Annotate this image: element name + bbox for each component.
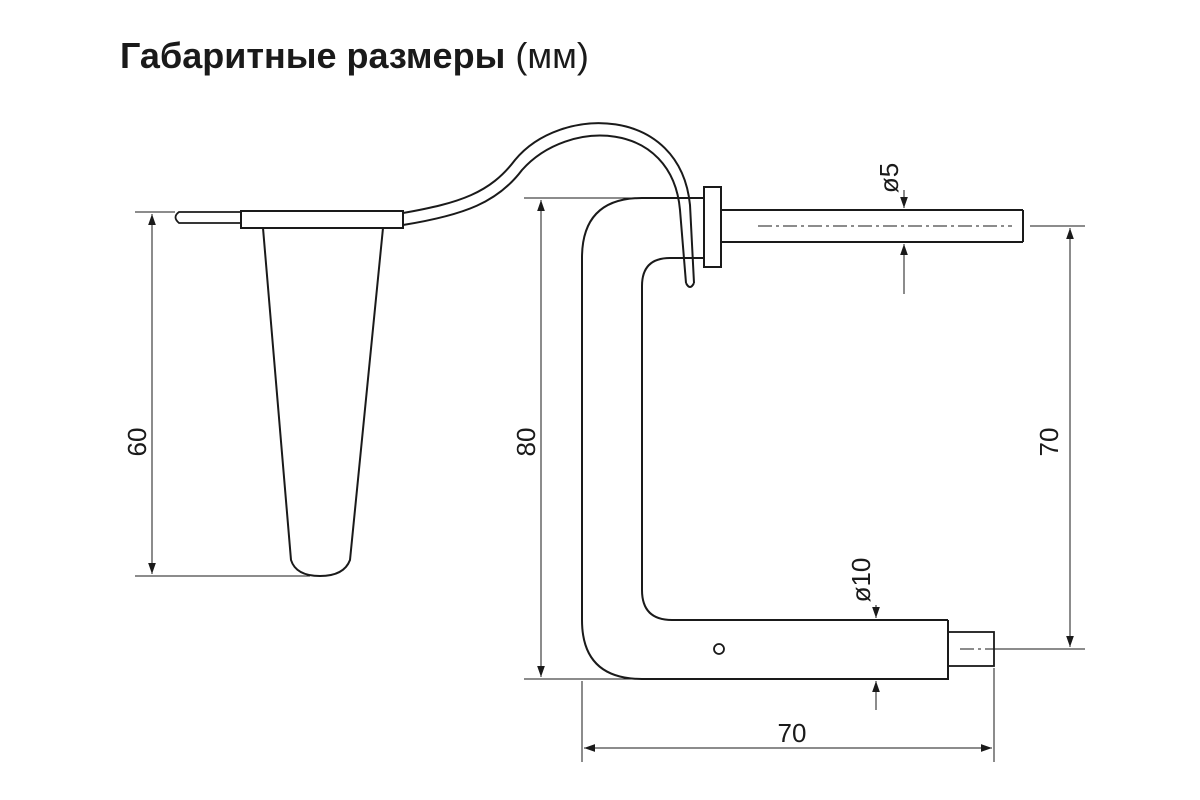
dim-label-left-height: 60 [122,428,152,457]
rod [721,209,1024,243]
dim-label-tube-diameter: ø10 [846,558,876,603]
title-main: Габаритные размеры [120,35,506,76]
dimension-bracket-height: 80 [511,197,640,680]
dimension-rod-height: 70 [998,225,1085,650]
probe-cone [262,227,384,578]
bracket-inner [641,257,948,621]
dim-label-bottom-width: 70 [778,718,807,748]
dimension-left-height: 60 [122,211,310,577]
flange [703,186,722,268]
dimension-tube-diameter: ø10 [846,558,880,710]
dim-label-bracket-height: 80 [511,428,541,457]
bracket-outer [581,197,949,680]
bracket-hole [713,643,725,655]
page-title: Габаритные размеры (мм) [120,34,589,78]
dim-label-rod-diameter: ø5 [874,163,904,193]
bracket-tube [581,197,1018,680]
probe-sleeve [240,210,404,229]
dim-label-rod-height: 70 [1034,428,1064,457]
connecting-wire-inner [402,134,687,284]
title-unit: (мм) [515,35,589,76]
connecting-wire [402,122,695,284]
probe-pin [174,211,241,224]
dimension-rod-diameter: ø5 [874,163,908,294]
dimension-bottom-width: 70 [581,668,995,762]
probe-sensor [174,210,404,578]
